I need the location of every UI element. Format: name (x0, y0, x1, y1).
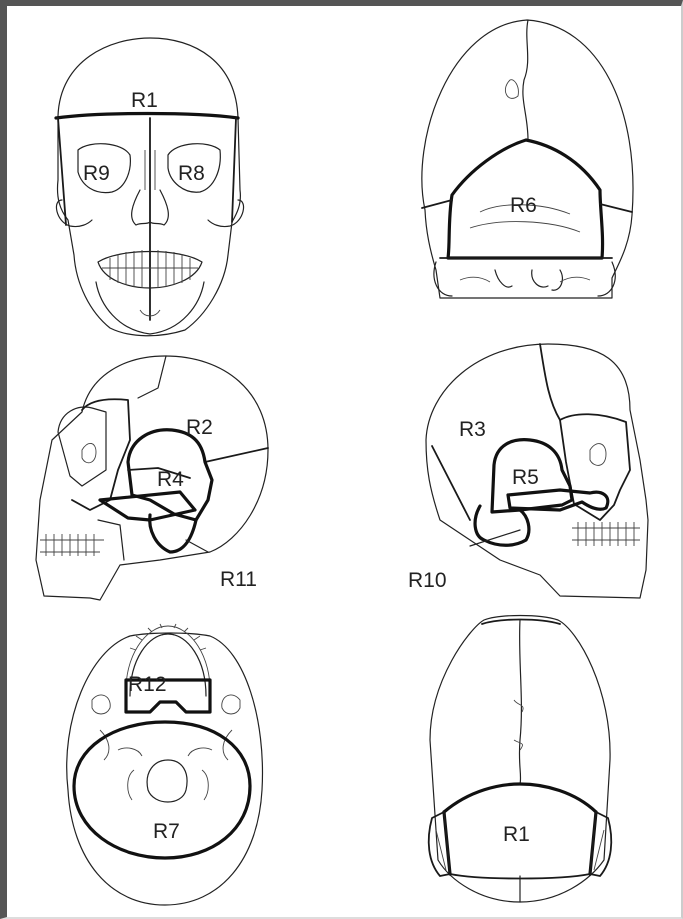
region-label: R3 (459, 418, 486, 441)
region-label: R11 (220, 568, 257, 591)
region-label: R9 (83, 162, 110, 185)
region-label: R8 (178, 162, 205, 185)
skull-left-lateral-view: R2 R4 R11 (36, 356, 268, 600)
skull-frontal-view: R1 R9 R8 (56, 38, 244, 336)
skull-inferior-view: R12 R7 (67, 624, 263, 905)
region-label: R2 (186, 416, 213, 439)
skull-right-lateral-view: R3 R5 R10 (408, 344, 648, 598)
region-label: R10 (408, 569, 447, 592)
region-label: R12 (128, 673, 167, 696)
skull-superior-view: R1 (429, 616, 612, 903)
skull-posterior-view: R6 (422, 20, 633, 298)
region-label: R4 (157, 468, 184, 491)
region-label: R1 (503, 823, 530, 846)
region-label: R1 (131, 89, 158, 112)
region-label: R5 (512, 466, 539, 489)
region-label: R7 (153, 820, 180, 843)
region-label: R6 (510, 194, 537, 217)
